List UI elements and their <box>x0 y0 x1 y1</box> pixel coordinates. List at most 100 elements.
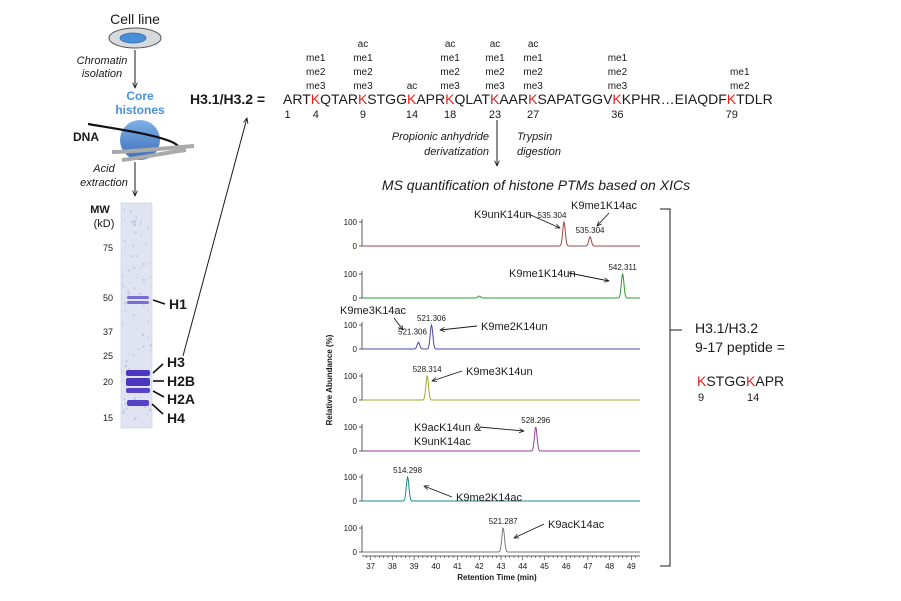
h3-tick <box>152 363 164 374</box>
modification-label: ac <box>490 39 501 50</box>
gel-speck <box>134 231 137 234</box>
lysine-residue: K <box>746 373 756 389</box>
band-h2a <box>127 400 149 406</box>
gel-speck <box>125 240 127 242</box>
gel-speck <box>132 244 135 247</box>
band-h1a <box>127 296 149 299</box>
x-tick-label: 43 <box>497 562 506 571</box>
peak-mz-label: 521.306 <box>417 314 446 323</box>
y-tick-label: 100 <box>344 321 358 330</box>
x-tick-label: 47 <box>583 562 592 571</box>
mw-label: MW <box>90 204 110 216</box>
gel-speck <box>149 344 152 347</box>
gel-speck <box>132 266 136 270</box>
modification-label: me1 <box>440 53 460 64</box>
workflow-panel: Cell line Chromatin isolation Core histo… <box>73 11 247 429</box>
modification-label: me3 <box>440 81 460 92</box>
gel-speck <box>141 333 145 337</box>
sequence-segment: STGG <box>367 91 407 107</box>
gel-speck <box>124 309 127 312</box>
ladder-75: 75 <box>103 243 113 253</box>
sequence-segment: SAPATGGV <box>537 91 613 107</box>
gel-speck <box>127 269 130 272</box>
nucleosome-icon <box>87 120 195 162</box>
x-tick-label: 44 <box>518 562 527 571</box>
peptide-sequence: KSTGGKAPR <box>697 373 784 389</box>
annotation-arrow <box>514 523 545 539</box>
label-h2a: H2A <box>167 391 195 407</box>
gel-speck <box>147 227 150 230</box>
modification-label: me3 <box>353 81 373 92</box>
x-tick-label: 39 <box>410 562 419 571</box>
modification-label: ac <box>528 39 539 50</box>
acid-label-line1: Acid <box>92 163 115 175</box>
chromatin-label-line2: isolation <box>82 68 122 80</box>
peptide-label-line1: H3.1/H3.2 <box>695 320 758 336</box>
label-h3: H3 <box>167 354 185 370</box>
y-tick-label: 0 <box>353 548 358 557</box>
y-tick-label: 100 <box>344 473 358 482</box>
gel-speck <box>140 220 143 223</box>
sequence-segment: APR <box>416 91 445 107</box>
chromatogram-panels: 1000535.304535.304K9unK14unK9me1K14ac100… <box>340 200 640 557</box>
gel-speck <box>142 304 145 307</box>
annotation-arrow <box>597 212 610 226</box>
gel-speck <box>130 255 134 258</box>
modification-label: me1 <box>353 53 373 64</box>
lysine-residue: K <box>358 91 368 107</box>
x-tick-label: 38 <box>388 562 397 571</box>
y-tick-label: 100 <box>344 270 358 279</box>
dna-strand-bottom2 <box>121 148 187 162</box>
peptide-pos-9: 9 <box>698 392 704 404</box>
modification-label: me2 <box>730 81 750 92</box>
sequence-segment: STGG <box>706 373 746 389</box>
x-tick-label: 45 <box>540 562 549 571</box>
residue-position: 18 <box>444 109 456 121</box>
modification-label: me3 <box>608 81 628 92</box>
gel-speck <box>123 398 126 401</box>
gel-speck <box>123 240 126 243</box>
modification-label: me3 <box>306 81 326 92</box>
species-annotation: K9me1K14ac <box>571 200 638 212</box>
residue-position: 36 <box>611 109 623 121</box>
cell-line-label: Cell line <box>110 11 160 27</box>
y-tick-label: 100 <box>344 423 358 432</box>
gel-speck <box>146 413 149 416</box>
species-annotation: K9me3K14un <box>466 366 533 378</box>
h4-tick <box>151 403 164 415</box>
h2a-tick <box>152 390 165 398</box>
y-tick-label: 0 <box>353 497 358 506</box>
x-tick-label: 41 <box>453 562 462 571</box>
lysine-residue: K <box>445 91 455 107</box>
h1-tick <box>152 299 166 305</box>
ladder-20: 20 <box>103 377 113 387</box>
gel-speck <box>136 273 138 276</box>
core-histones-line2: histones <box>115 103 165 117</box>
gel-speck <box>140 234 142 236</box>
ms-title: MS quantification of histone PTMs based … <box>382 177 690 193</box>
x-tick-label: 42 <box>475 562 484 571</box>
species-annotation: K9acK14un & <box>414 422 482 434</box>
gel-speck <box>132 313 136 317</box>
gel-speck <box>129 282 131 284</box>
xic-trace <box>362 426 640 452</box>
gel-speck <box>143 281 146 284</box>
gel-speck <box>128 292 131 295</box>
gel-speck <box>121 371 124 374</box>
modification-label: me1 <box>306 53 326 64</box>
x-tick-label: 40 <box>431 562 440 571</box>
gel-speck <box>133 287 136 290</box>
gel-speck <box>147 320 150 323</box>
gel-speck <box>135 254 138 257</box>
gel-speck <box>131 220 134 224</box>
gel-speck <box>122 322 124 325</box>
annotation-arrow <box>393 317 403 330</box>
species-annotation: K9acK14ac <box>548 519 605 531</box>
residue-position: 1 <box>284 109 290 121</box>
gel-speck <box>135 218 138 221</box>
peak-mz-label: 535.304 <box>538 211 567 220</box>
gel-speck <box>124 402 127 405</box>
modification-label: me2 <box>306 67 326 78</box>
